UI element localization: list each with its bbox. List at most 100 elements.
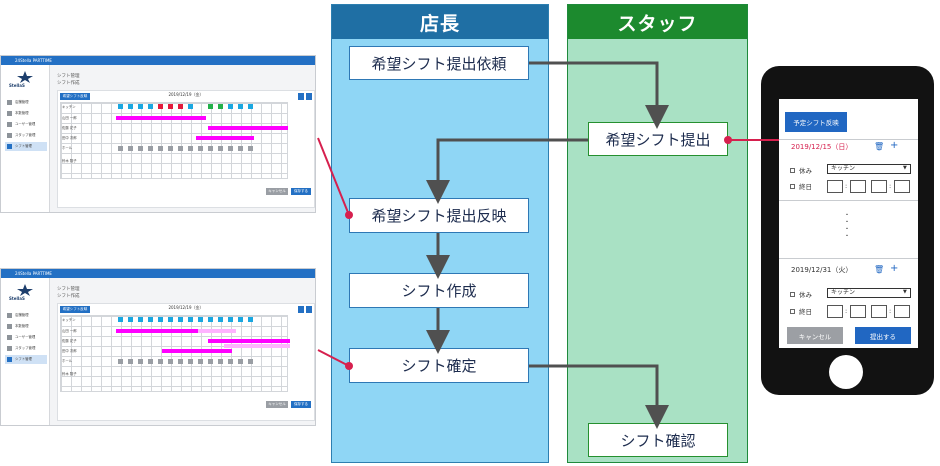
slot-square[interactable] (248, 146, 253, 151)
role-select[interactable]: キッチン (827, 288, 911, 298)
start-minute-field[interactable] (850, 180, 866, 193)
slot-square[interactable] (138, 146, 143, 151)
shift-bar[interactable] (116, 116, 206, 120)
slot-square[interactable] (188, 317, 193, 322)
slot-square[interactable] (128, 317, 133, 322)
slot-square[interactable] (128, 146, 133, 151)
slot-square[interactable] (178, 359, 183, 364)
slot-square[interactable] (178, 146, 183, 151)
cancel-button[interactable]: キャンセル (266, 401, 288, 408)
slot-square[interactable] (208, 317, 213, 322)
slot-square[interactable] (148, 359, 153, 364)
phone-submit-button[interactable]: 提出する (855, 327, 911, 344)
role-select[interactable]: キッチン (827, 164, 911, 174)
shift-bar-preferred[interactable] (224, 344, 290, 348)
slot-square[interactable] (168, 317, 173, 322)
add-icon[interactable]: + (890, 140, 899, 151)
slot-square[interactable] (138, 104, 143, 109)
end-hour-field[interactable] (871, 180, 887, 193)
slot-square[interactable] (238, 104, 243, 109)
next-day-button[interactable] (306, 306, 312, 313)
slot-square[interactable] (238, 359, 243, 364)
menu-item-store[interactable]: 店舗管理 (5, 311, 47, 320)
slot-square[interactable] (208, 146, 213, 151)
slot-square[interactable] (148, 317, 153, 322)
cancel-button[interactable]: キャンセル (266, 188, 288, 195)
off-checkbox[interactable] (790, 168, 795, 173)
slot-square[interactable] (168, 359, 173, 364)
end-minute-field[interactable] (894, 180, 910, 193)
slot-square[interactable] (158, 104, 163, 109)
slot-square[interactable] (168, 104, 173, 109)
slot-square[interactable] (248, 104, 253, 109)
slot-square[interactable] (228, 359, 233, 364)
menu-item-users[interactable]: ユーザー管理 (5, 120, 47, 129)
slot-square[interactable] (188, 359, 193, 364)
slot-square[interactable] (168, 146, 173, 151)
slot-square[interactable] (198, 146, 203, 151)
slot-square[interactable] (238, 146, 243, 151)
allday-checkbox[interactable] (790, 309, 795, 314)
slot-square[interactable] (188, 146, 193, 151)
slot-square[interactable] (208, 104, 213, 109)
end-minute-field[interactable] (894, 305, 910, 318)
slot-square[interactable] (178, 317, 183, 322)
slot-square[interactable] (218, 146, 223, 151)
slot-square[interactable] (158, 146, 163, 151)
allday-checkbox[interactable] (790, 184, 795, 189)
menu-item-shift[interactable]: シフト管理 (5, 142, 47, 151)
shift-bar-preferred[interactable] (198, 329, 236, 333)
slot-square[interactable] (248, 359, 253, 364)
off-checkbox[interactable] (790, 292, 795, 297)
home-button[interactable] (829, 355, 863, 389)
end-hour-field[interactable] (871, 305, 887, 318)
next-day-button[interactable] (306, 93, 312, 100)
slot-square[interactable] (238, 317, 243, 322)
start-hour-field[interactable] (827, 305, 843, 318)
shift-bar[interactable] (208, 126, 288, 130)
slot-square[interactable] (138, 359, 143, 364)
prev-day-button[interactable] (298, 306, 304, 313)
slot-square[interactable] (228, 146, 233, 151)
slot-square[interactable] (118, 317, 123, 322)
menu-item-staff[interactable]: スタッフ管理 (5, 344, 47, 353)
save-button[interactable]: 保存する (291, 188, 311, 195)
reflect-button[interactable]: 希望シフト反映 (60, 306, 90, 313)
menu-item-count[interactable]: 本数管理 (5, 322, 47, 331)
shift-bar[interactable] (208, 339, 290, 343)
menu-item-shift[interactable]: シフト管理 (5, 355, 47, 364)
slot-square[interactable] (128, 359, 133, 364)
shift-bar[interactable] (162, 349, 232, 353)
prev-day-button[interactable] (298, 93, 304, 100)
reflect-button[interactable]: 希望シフト反映 (60, 93, 90, 100)
slot-square[interactable] (148, 146, 153, 151)
phone-cancel-button[interactable]: キャンセル (787, 327, 843, 344)
slot-square[interactable] (218, 359, 223, 364)
start-hour-field[interactable] (827, 180, 843, 193)
slot-square[interactable] (138, 317, 143, 322)
slot-square[interactable] (178, 104, 183, 109)
slot-square[interactable] (218, 317, 223, 322)
add-icon[interactable]: + (890, 263, 899, 274)
slot-square[interactable] (228, 104, 233, 109)
slot-square[interactable] (118, 104, 123, 109)
save-button[interactable]: 保存する (291, 401, 311, 408)
slot-square[interactable] (188, 104, 193, 109)
slot-square[interactable] (218, 104, 223, 109)
trash-icon[interactable]: 🗑 (874, 265, 885, 274)
slot-square[interactable] (158, 359, 163, 364)
slot-square[interactable] (198, 317, 203, 322)
menu-item-store[interactable]: 店舗管理 (5, 98, 47, 107)
slot-square[interactable] (148, 104, 153, 109)
trash-icon[interactable]: 🗑 (874, 142, 885, 151)
slot-square[interactable] (198, 359, 203, 364)
slot-square[interactable] (248, 317, 253, 322)
slot-square[interactable] (118, 146, 123, 151)
shift-bar[interactable] (116, 329, 198, 333)
menu-item-count[interactable]: 本数管理 (5, 109, 47, 118)
slot-square[interactable] (158, 317, 163, 322)
menu-item-staff[interactable]: スタッフ管理 (5, 131, 47, 140)
slot-square[interactable] (228, 317, 233, 322)
shift-bar[interactable] (196, 136, 254, 140)
slot-square[interactable] (128, 104, 133, 109)
